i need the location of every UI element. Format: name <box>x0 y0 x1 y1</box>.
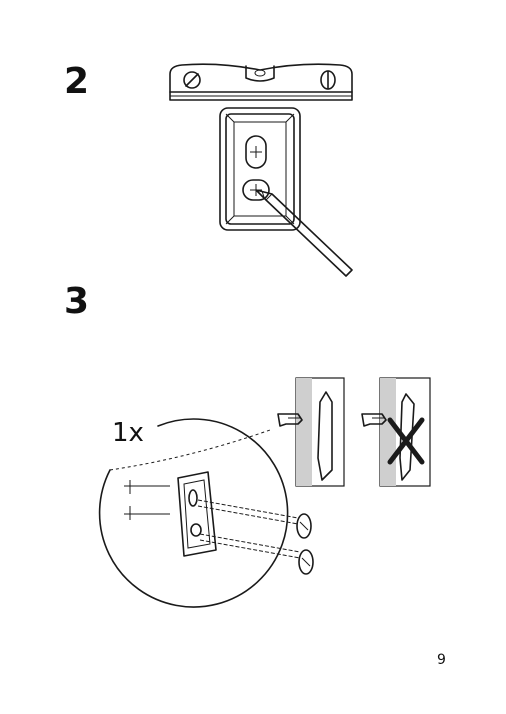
cross-mark-icon <box>387 417 425 465</box>
quantity-label: 1x <box>112 418 144 448</box>
screw-icon <box>197 499 312 539</box>
step3-illustration <box>98 377 431 608</box>
pointing-hand-icon <box>361 413 387 427</box>
correct-mounting-panel <box>277 377 345 487</box>
spirit-level-icon <box>169 63 353 101</box>
incorrect-mounting-panel <box>361 377 431 487</box>
step-number-3: 3 <box>64 281 90 322</box>
detail-circle <box>98 418 289 608</box>
screw-icon <box>199 533 314 575</box>
pencil-icon <box>255 189 353 277</box>
page-number: 9 <box>437 652 446 668</box>
pointing-hand-icon <box>277 413 303 427</box>
bracket-on-wall <box>124 471 217 557</box>
step2-illustration <box>169 63 353 277</box>
step-number-2: 2 <box>64 61 90 102</box>
wall-bracket-icon <box>219 107 301 231</box>
